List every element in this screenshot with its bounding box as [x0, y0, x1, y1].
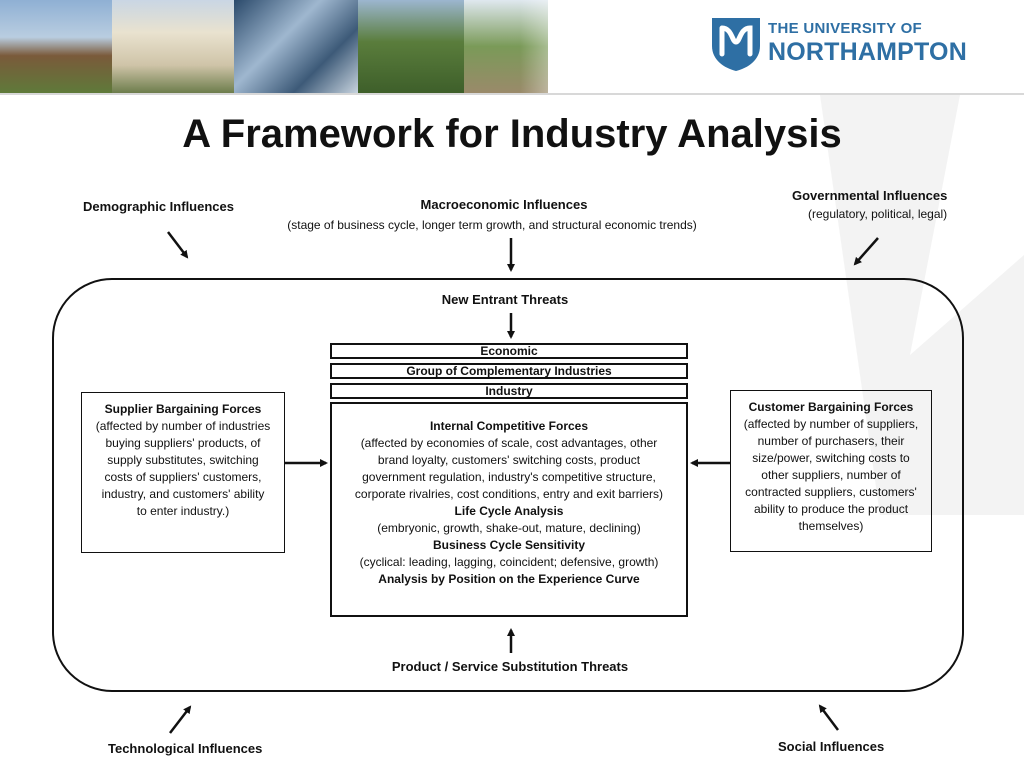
technological-arrow: [169, 705, 192, 734]
substitution-threats-label: Product / Service Substitution Threats: [391, 659, 629, 674]
photo-fade: [520, 0, 600, 93]
governmental-influences-label: Governmental Influences: [792, 188, 948, 203]
campus-photo-2: [112, 0, 234, 93]
economic-strip: Economic: [330, 343, 688, 359]
industry-strip: Industry: [330, 383, 688, 399]
customer-detail-line: themselves): [798, 519, 864, 533]
header-banner: THE UNIVERSITY OF NORTHAMPTON: [0, 0, 1024, 95]
supplier-detail-line: (affected by number of industries: [95, 419, 271, 433]
internal-forces-line: brand loyalty, customers' switching cost…: [377, 453, 641, 467]
customer-detail-line: contracted suppliers, customers': [745, 485, 917, 499]
supplier-bargaining-title: Supplier Bargaining Forces: [104, 402, 262, 416]
internal-forces-line: government regulation, industry's compet…: [362, 470, 656, 484]
macroeconomic-influences-label: Macroeconomic Influences: [420, 197, 588, 212]
supplier-detail-line: costs of suppliers' customers,: [104, 470, 262, 484]
university-logo: THE UNIVERSITY OF NORTHAMPTON: [710, 14, 970, 76]
slide-title: A Framework for Industry Analysis: [182, 112, 842, 156]
university-crest-icon: [712, 18, 760, 71]
internal-forces-title: Internal Competitive Forces: [429, 419, 589, 433]
new-entrant-threats-label: New Entrant Threats: [441, 292, 569, 307]
supplier-detail-line: industry, and customers' ability: [101, 487, 265, 501]
logo-line-2: NORTHAMPTON: [768, 38, 967, 66]
supplier-bargaining-box: [81, 392, 285, 553]
customer-bargaining-title: Customer Bargaining Forces: [748, 400, 914, 414]
business-cycle-title: Business Cycle Sensitivity: [432, 538, 586, 552]
governmental-arrow: [853, 237, 879, 266]
technological-influences-label: Technological Influences: [108, 741, 263, 756]
life-cycle-title: Life Cycle Analysis: [454, 504, 564, 518]
complementary-industries-strip: Group of Complementary Industries: [330, 363, 688, 379]
internal-forces-line: corporate rivalries, cost conditions, en…: [354, 487, 664, 501]
industry-boundary: [52, 278, 964, 692]
customer-bargaining-box: [730, 390, 932, 552]
logo-line-1: THE UNIVERSITY OF: [768, 20, 923, 37]
social-influences-label: Social Influences: [778, 739, 885, 754]
campus-photo-3: [234, 0, 358, 93]
governmental-detail: (regulatory, political, legal): [808, 207, 948, 221]
customer-detail-line: ability to produce the product: [753, 502, 909, 516]
business-cycle-detail: (cyclical: leading, lagging, coincident;…: [359, 555, 659, 569]
customer-detail-line: other suppliers, number of: [761, 468, 901, 482]
campus-photo-4: [358, 0, 464, 93]
demographic-arrow: [167, 231, 189, 259]
customer-detail-line: (affected by number of suppliers,: [743, 417, 919, 431]
supplier-detail-line: buying suppliers' products, of: [105, 436, 261, 450]
customer-detail-line: size/power, switching costs to: [752, 451, 910, 465]
demographic-influences-label: Demographic Influences: [83, 199, 234, 214]
supplier-detail-line: supply substitutes, switching: [107, 453, 259, 467]
experience-curve-label: Analysis by Position on the Experience C…: [378, 572, 640, 586]
life-cycle-detail: (embryonic, growth, shake-out, mature, d…: [377, 521, 641, 535]
internal-forces-line: (affected by economies of scale, cost ad…: [360, 436, 658, 450]
internal-forces-box: [330, 402, 688, 617]
customer-detail-line: number of purchasers, their: [757, 434, 905, 448]
supplier-detail-line: to enter industry.): [136, 504, 230, 518]
background-decoration: [820, 95, 1024, 515]
macroeconomic-detail: (stage of business cycle, longer term gr…: [287, 218, 697, 232]
social-arrow: [818, 704, 839, 731]
campus-photo-1: [0, 0, 112, 93]
